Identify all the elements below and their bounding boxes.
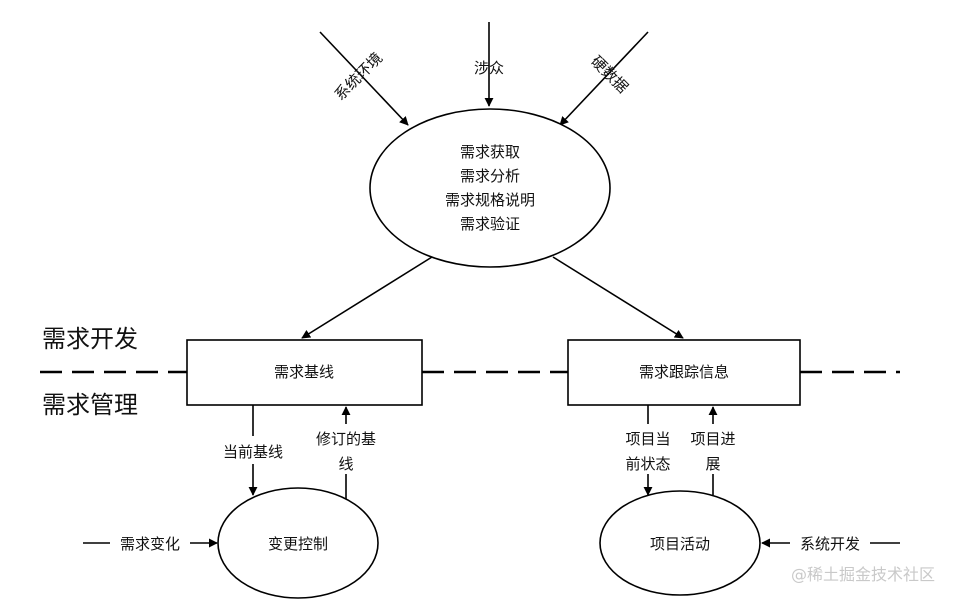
tracking-box-label: 需求跟踪信息: [639, 363, 729, 381]
req-change-label-bg: [110, 530, 190, 556]
tracking-box: [567, 339, 801, 406]
baseline-box: [186, 339, 423, 406]
to-tracking-arrow: [552, 256, 684, 339]
project-state-label-bg: [614, 424, 682, 474]
project-activity-label: 项目活动: [650, 535, 710, 553]
project-progress-label-1: 项目进: [690, 430, 735, 448]
project-state-label-2: 前状态: [625, 455, 670, 473]
change-control-ellipse: [217, 487, 379, 599]
sys-dev-label: 系统开发: [800, 535, 860, 553]
env-label: 系统环境: [331, 49, 386, 104]
watermark: @稀土掘金技术社区: [791, 565, 935, 584]
process-line-3: 需求规格说明: [445, 191, 535, 209]
section-dev-label: 需求开发: [42, 325, 138, 353]
change-control-label: 变更控制: [268, 535, 328, 553]
hard-data-arrow: [559, 31, 649, 126]
revised-baseline-label-2: 线: [338, 455, 353, 473]
env-arrow: [319, 31, 409, 126]
current-baseline-label-bg: [212, 436, 292, 464]
revised-baseline-label-1: 修订的基: [316, 430, 376, 448]
sys-dev-label-bg: [790, 530, 870, 556]
req-change-label: 需求变化: [120, 535, 180, 553]
process-line-4: 需求验证: [460, 215, 520, 233]
requirements-development-ellipse: [369, 108, 611, 268]
project-state-label-1: 项目当: [625, 430, 670, 448]
revised-baseline-label-bg: [306, 424, 386, 474]
project-progress-label-2: 展: [705, 455, 720, 473]
to-baseline-arrow: [301, 256, 433, 339]
stakeholders-label: 涉众: [474, 59, 504, 77]
project-activity-ellipse: [599, 490, 761, 596]
project-progress-label-bg: [684, 424, 744, 474]
process-line-1: 需求获取: [460, 143, 520, 161]
current-baseline-label: 当前基线: [223, 443, 283, 461]
process-line-2: 需求分析: [460, 167, 520, 185]
baseline-box-label: 需求基线: [274, 363, 334, 381]
section-mgmt-label: 需求管理: [42, 391, 138, 419]
